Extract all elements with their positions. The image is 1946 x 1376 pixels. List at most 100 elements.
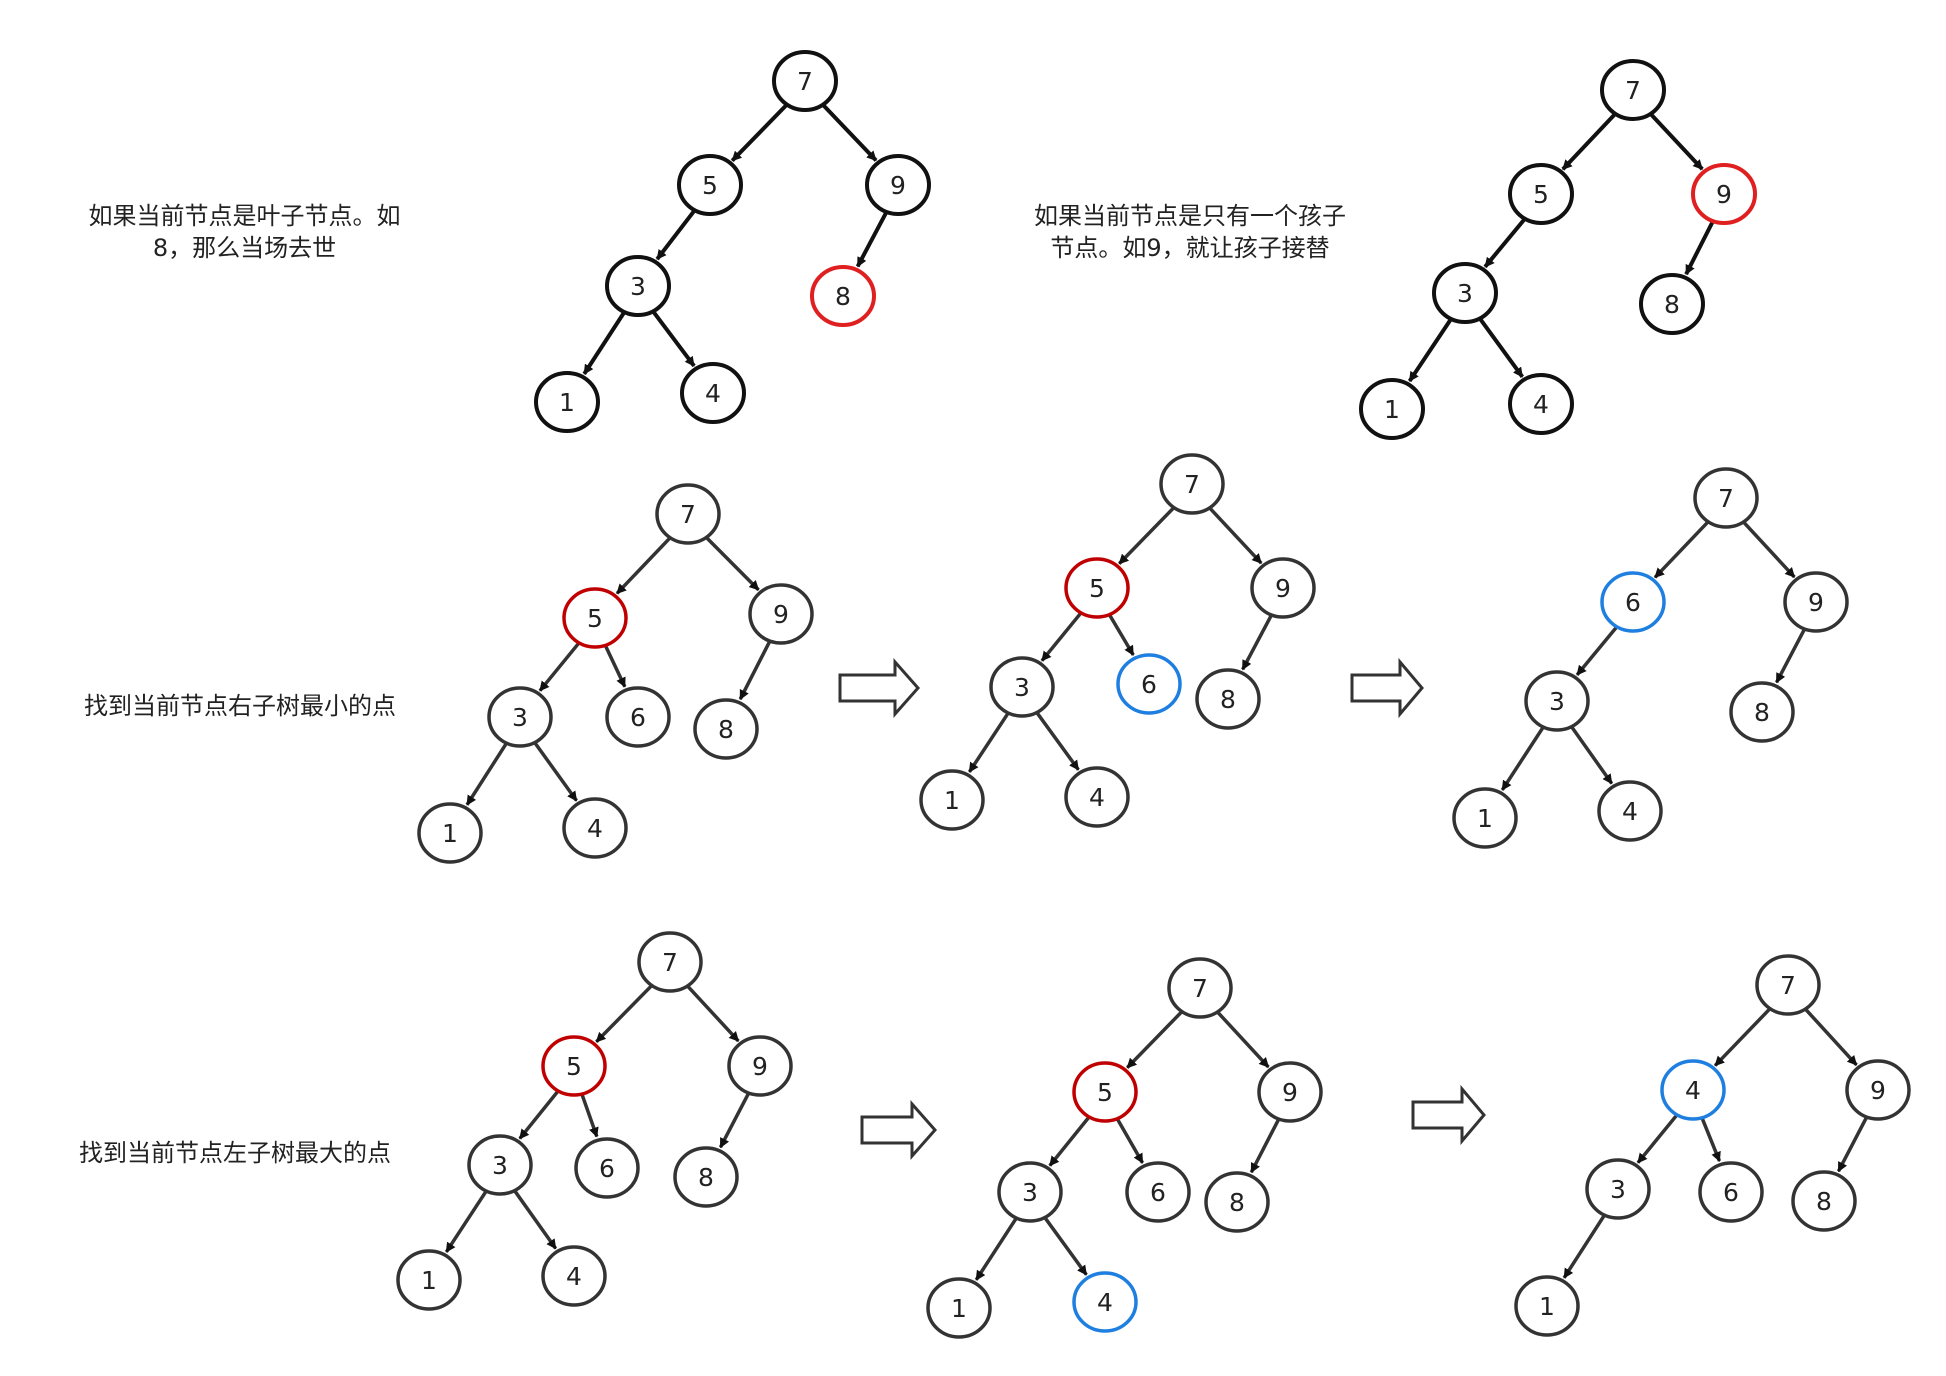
node-circle bbox=[1072, 1271, 1138, 1333]
node-label: 3 bbox=[492, 1151, 508, 1180]
node-circle bbox=[1072, 1061, 1138, 1123]
node-circle bbox=[1250, 557, 1316, 619]
node-circle bbox=[487, 686, 553, 748]
node-label: 9 bbox=[890, 171, 906, 200]
node-label: 8 bbox=[835, 282, 851, 311]
tree-node-4: 4 bbox=[680, 362, 746, 424]
node-label: 3 bbox=[1014, 673, 1030, 702]
node-circle bbox=[1064, 557, 1130, 619]
node-circle bbox=[1432, 262, 1498, 324]
node-circle bbox=[562, 587, 628, 649]
tree-edge bbox=[582, 307, 629, 375]
tree-edge bbox=[701, 532, 760, 592]
tree-node-4: 4 bbox=[1072, 1271, 1138, 1333]
tree-node-6: 6 bbox=[605, 686, 671, 748]
tree-node-3: 3 bbox=[467, 1134, 533, 1196]
node-circle bbox=[727, 1035, 793, 1097]
node-circle bbox=[637, 931, 703, 993]
tree-node-3: 3 bbox=[989, 656, 1055, 718]
tree-node-7: 7 bbox=[1600, 59, 1666, 121]
node-label: 4 bbox=[566, 1262, 582, 1291]
node-circle bbox=[1698, 1161, 1764, 1223]
tree-node-6: 6 bbox=[1600, 571, 1666, 633]
step-arrow bbox=[1411, 1084, 1486, 1146]
node-label: 7 bbox=[662, 948, 678, 977]
node-circle bbox=[1167, 957, 1233, 1019]
node-circle bbox=[396, 1249, 462, 1311]
node-label: 3 bbox=[1610, 1175, 1626, 1204]
node-circle bbox=[1508, 163, 1574, 225]
caption-right-subtree-min: 找到当前节点右子树最小的点 bbox=[84, 692, 396, 720]
tree-edge bbox=[1212, 1007, 1270, 1069]
node-label: 3 bbox=[1457, 279, 1473, 308]
tree-node-1: 1 bbox=[1514, 1275, 1580, 1337]
tree-edge bbox=[1684, 216, 1717, 276]
tree-edge bbox=[530, 737, 578, 802]
node-label: 4 bbox=[1533, 390, 1549, 419]
tree-edge bbox=[444, 1186, 491, 1253]
node-circle bbox=[673, 1146, 739, 1208]
tree-node-3: 3 bbox=[487, 686, 553, 748]
tree-edge bbox=[730, 99, 792, 163]
node-circle bbox=[1639, 273, 1705, 335]
tree-edge bbox=[1040, 608, 1086, 662]
tree-edge bbox=[1774, 624, 1808, 684]
tree-node-3: 3 bbox=[997, 1161, 1063, 1223]
tree-edge bbox=[738, 636, 774, 701]
tree-edge bbox=[1126, 1006, 1187, 1069]
node-label: 5 bbox=[566, 1052, 582, 1081]
tree-node-3: 3 bbox=[1524, 670, 1590, 732]
tree-node-8: 8 bbox=[693, 698, 759, 760]
tree-node-4: 4 bbox=[1660, 1059, 1726, 1121]
node-label: 7 bbox=[1625, 76, 1641, 105]
tree-node-5: 5 bbox=[541, 1035, 607, 1097]
node-label: 1 bbox=[1384, 395, 1400, 424]
tree-edge bbox=[1645, 108, 1704, 171]
tree-node-5: 5 bbox=[1064, 557, 1130, 619]
tree-edge bbox=[1738, 517, 1796, 579]
node-circle bbox=[605, 255, 671, 317]
node-circle bbox=[1755, 954, 1821, 1016]
tree-edge bbox=[1636, 1110, 1682, 1164]
tree-edge bbox=[1567, 722, 1614, 785]
node-label: 5 bbox=[1089, 574, 1105, 603]
node-circle bbox=[677, 154, 743, 216]
tree-node-3: 3 bbox=[1585, 1158, 1651, 1220]
node-circle bbox=[693, 698, 759, 760]
tree-node-4: 4 bbox=[1597, 780, 1663, 842]
tree-edge bbox=[1032, 707, 1080, 771]
node-circle bbox=[1600, 59, 1666, 121]
node-label: 4 bbox=[587, 814, 603, 843]
tree-edge bbox=[974, 1213, 1021, 1281]
node-label: 1 bbox=[559, 388, 575, 417]
node-label: 1 bbox=[951, 1294, 967, 1323]
node-circle bbox=[926, 1277, 992, 1339]
tree-edge bbox=[1500, 722, 1548, 791]
tree-node-3: 3 bbox=[1432, 262, 1498, 324]
step-arrow bbox=[1350, 657, 1424, 719]
node-circle bbox=[772, 50, 838, 112]
tree-node-7: 7 bbox=[1693, 467, 1759, 529]
tree-node-5: 5 bbox=[1508, 163, 1574, 225]
node-circle bbox=[1064, 766, 1130, 828]
node-label: 8 bbox=[1220, 685, 1236, 714]
tree-node-1: 1 bbox=[534, 371, 600, 433]
node-circle bbox=[534, 371, 600, 433]
node-label: 9 bbox=[1716, 180, 1732, 209]
tree-node-6: 6 bbox=[1116, 653, 1182, 715]
node-label: 8 bbox=[718, 715, 734, 744]
tree-node-7: 7 bbox=[1159, 453, 1225, 515]
node-label: 8 bbox=[698, 1163, 714, 1192]
tree-edge bbox=[855, 207, 891, 268]
node-circle bbox=[680, 362, 746, 424]
tree-edge bbox=[602, 641, 627, 688]
tree-edge bbox=[1713, 1003, 1775, 1067]
tree-edge bbox=[1241, 610, 1275, 671]
node-circle bbox=[1195, 668, 1261, 730]
node-label: 9 bbox=[752, 1052, 768, 1081]
node-circle bbox=[1693, 467, 1759, 529]
node-circle bbox=[1524, 670, 1590, 732]
tree-edge bbox=[1575, 622, 1622, 676]
node-circle bbox=[1257, 1061, 1323, 1123]
tree-node-4: 4 bbox=[541, 1245, 607, 1307]
